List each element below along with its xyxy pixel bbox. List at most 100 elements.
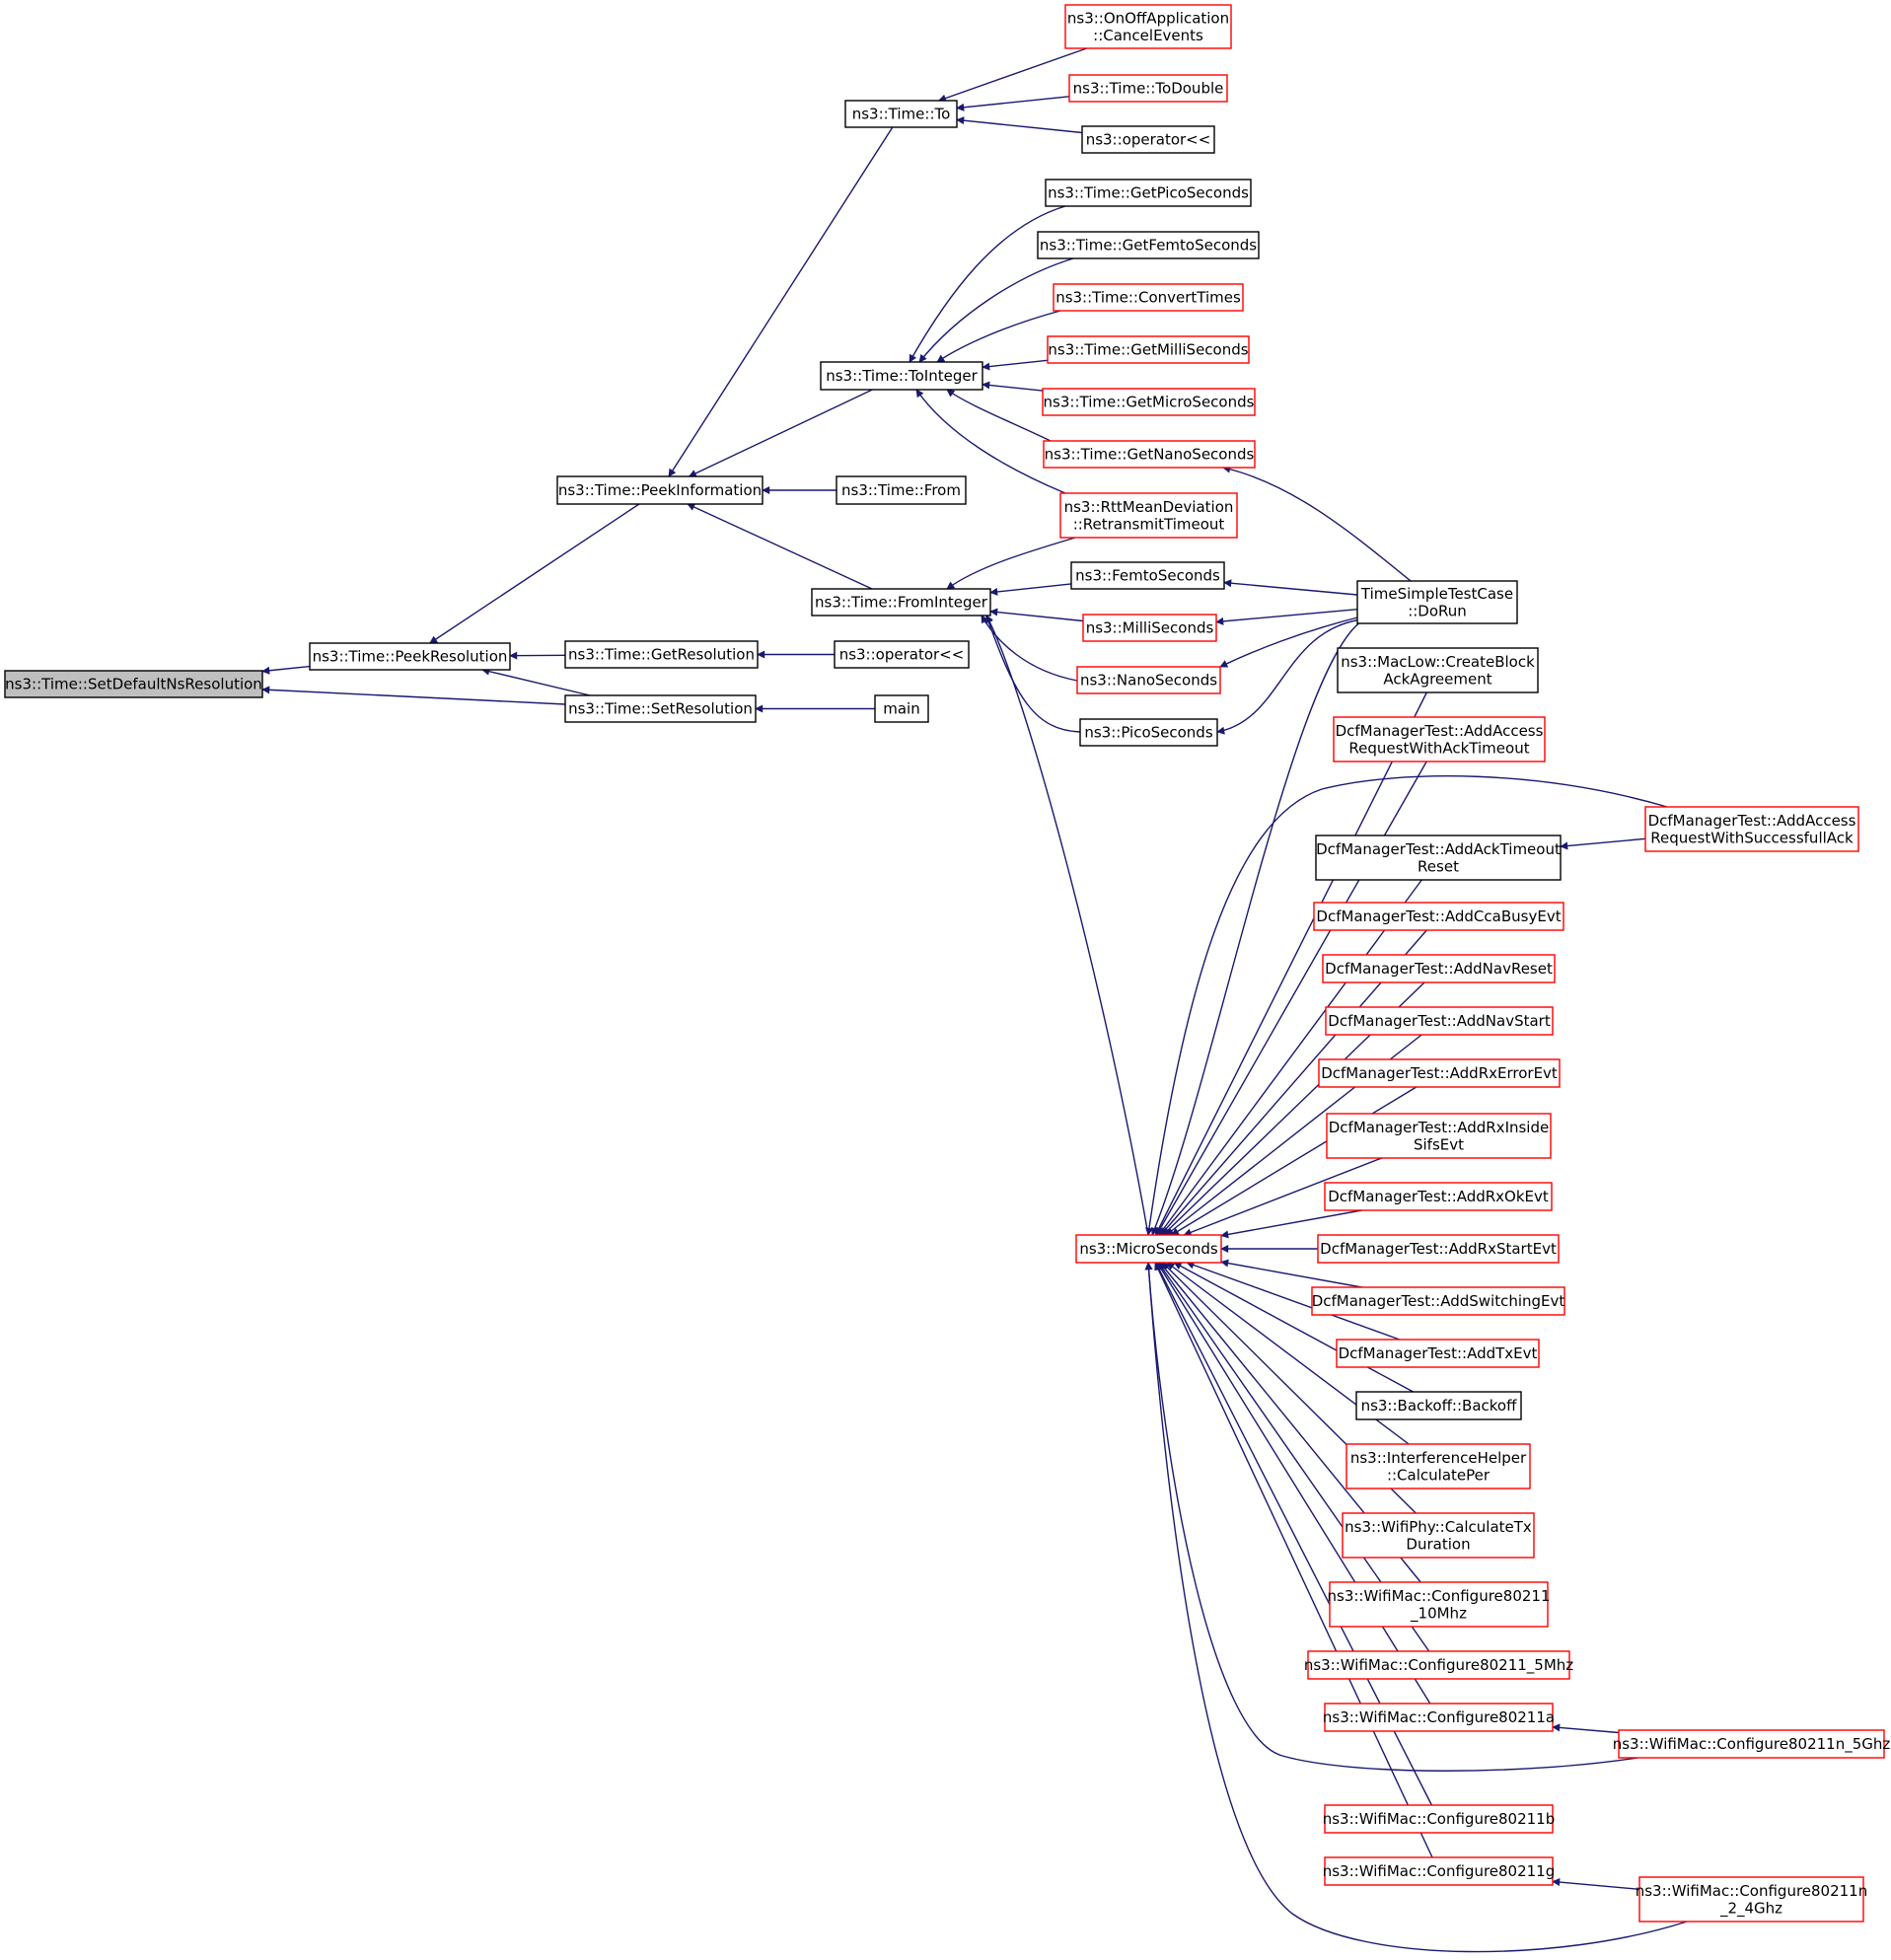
node-rtt-mean[interactable]: ns3::RttMeanDeviation::RetransmitTimeout bbox=[1059, 492, 1238, 539]
node-dcf-add-access-ack[interactable]: DcfManagerTest::AddAccessRequestWithSucc… bbox=[1644, 806, 1859, 852]
node-main[interactable]: main bbox=[874, 694, 929, 723]
node-get-nano[interactable]: ns3::Time::GetNanoSeconds bbox=[1043, 440, 1256, 469]
node-dcf-nav-start[interactable]: DcfManagerTest::AddNavStart bbox=[1325, 1006, 1554, 1036]
node-box-wifimac-g[interactable] bbox=[1324, 1856, 1554, 1886]
node-box-wifimac-a[interactable] bbox=[1324, 1703, 1554, 1732]
node-box-wifiphy-tx[interactable] bbox=[1342, 1512, 1535, 1559]
node-box-interference-per[interactable] bbox=[1346, 1443, 1531, 1489]
node-box-femto-seconds[interactable] bbox=[1070, 561, 1225, 590]
node-box-dcf-add-ack-timeout-reset[interactable] bbox=[1315, 835, 1562, 881]
node-box-get-femto[interactable] bbox=[1037, 231, 1260, 259]
node-box-dcf-rx-inside[interactable] bbox=[1326, 1113, 1552, 1159]
node-box-get-milli[interactable] bbox=[1047, 335, 1250, 364]
node-set-res[interactable]: ns3::Time::SetResolution bbox=[564, 694, 757, 723]
node-box-dcf-switching[interactable] bbox=[1311, 1286, 1565, 1316]
node-box-milli-seconds[interactable] bbox=[1082, 614, 1217, 642]
node-box-wifimac-n24[interactable] bbox=[1638, 1876, 1864, 1923]
node-box-from-integer[interactable] bbox=[811, 588, 991, 617]
node-box-pico-seconds[interactable] bbox=[1079, 718, 1218, 747]
node-peek-info[interactable]: ns3::Time::PeekInformation bbox=[556, 475, 764, 505]
node-nano-seconds[interactable]: ns3::NanoSeconds bbox=[1076, 666, 1221, 694]
node-box-convert-times[interactable] bbox=[1053, 283, 1244, 312]
node-box-get-nano[interactable] bbox=[1043, 440, 1256, 469]
node-box-from[interactable] bbox=[836, 475, 967, 505]
node-convert-times[interactable]: ns3::Time::ConvertTimes bbox=[1053, 283, 1244, 312]
node-box-get-pico[interactable] bbox=[1045, 179, 1252, 207]
node-box-onoff-cancel[interactable] bbox=[1064, 4, 1232, 49]
node-interference-per[interactable]: ns3::InterferenceHelper::CalculatePer bbox=[1346, 1443, 1531, 1489]
node-wifimac-g[interactable]: ns3::WifiMac::Configure80211g bbox=[1323, 1856, 1556, 1886]
node-to[interactable]: ns3::Time::To bbox=[844, 100, 958, 128]
node-box-dcf-rx-ok[interactable] bbox=[1324, 1182, 1553, 1211]
node-box-peek-info[interactable] bbox=[556, 475, 764, 505]
node-box-time-simple[interactable] bbox=[1356, 580, 1518, 624]
node-box-to-double[interactable] bbox=[1068, 74, 1228, 103]
node-box-op-shl-1[interactable] bbox=[1081, 125, 1215, 154]
node-wifimac-a[interactable]: ns3::WifiMac::Configure80211a bbox=[1323, 1703, 1555, 1732]
node-box-maclow-cba[interactable] bbox=[1337, 647, 1539, 693]
node-box-peek-res[interactable] bbox=[309, 642, 511, 671]
node-wifimac-b[interactable]: ns3::WifiMac::Configure80211b bbox=[1323, 1804, 1556, 1834]
node-wifimac-10mhz[interactable]: ns3::WifiMac::Configure80211_10Mhz bbox=[1328, 1581, 1551, 1628]
node-micro-seconds[interactable]: ns3::MicroSeconds bbox=[1075, 1234, 1222, 1264]
node-box-wifimac-n5[interactable] bbox=[1618, 1729, 1885, 1759]
node-op-shl-2[interactable]: ns3::operator<< bbox=[834, 640, 970, 669]
node-box-op-shl-2[interactable] bbox=[834, 640, 970, 669]
node-box-dcf-rx-start[interactable] bbox=[1317, 1234, 1560, 1264]
node-op-shl-1[interactable]: ns3::operator<< bbox=[1081, 125, 1215, 154]
node-box-micro-seconds[interactable] bbox=[1075, 1234, 1222, 1264]
node-get-milli[interactable]: ns3::Time::GetMilliSeconds bbox=[1047, 335, 1250, 364]
node-dcf-rx-ok[interactable]: DcfManagerTest::AddRxOkEvt bbox=[1324, 1182, 1553, 1211]
node-pico-seconds[interactable]: ns3::PicoSeconds bbox=[1079, 718, 1218, 747]
node-wifimac-n5[interactable]: ns3::WifiMac::Configure80211n_5Ghz bbox=[1613, 1729, 1891, 1759]
node-dcf-cca-busy[interactable]: DcfManagerTest::AddCcaBusyEvt bbox=[1313, 902, 1564, 931]
node-milli-seconds[interactable]: ns3::MilliSeconds bbox=[1082, 614, 1217, 642]
node-backoff[interactable]: ns3::Backoff::Backoff bbox=[1355, 1391, 1522, 1420]
node-wifimac-n24[interactable]: ns3::WifiMac::Configure80211n_2_4Ghz bbox=[1636, 1876, 1868, 1923]
node-box-dcf-nav-start[interactable] bbox=[1325, 1006, 1554, 1036]
node-box-nano-seconds[interactable] bbox=[1076, 666, 1221, 694]
node-dcf-add-access-timeout[interactable]: DcfManagerTest::AddAccessRequestWithAckT… bbox=[1333, 716, 1546, 762]
node-dcf-nav-reset[interactable]: DcfManagerTest::AddNavReset bbox=[1322, 954, 1556, 983]
node-box-to[interactable] bbox=[844, 100, 958, 128]
node-box-get-micro[interactable] bbox=[1042, 388, 1256, 416]
node-box-to-integer[interactable] bbox=[820, 361, 983, 391]
node-box-rtt-mean[interactable] bbox=[1059, 492, 1238, 539]
node-get-res[interactable]: ns3::Time::GetResolution bbox=[564, 640, 759, 669]
node-get-femto[interactable]: ns3::Time::GetFemtoSeconds bbox=[1037, 231, 1260, 259]
node-to-double[interactable]: ns3::Time::ToDouble bbox=[1068, 74, 1228, 103]
node-to-integer[interactable]: ns3::Time::ToInteger bbox=[820, 361, 983, 391]
node-box-root[interactable] bbox=[4, 670, 263, 698]
node-time-simple[interactable]: TimeSimpleTestCase::DoRun bbox=[1356, 580, 1518, 624]
node-box-wifimac-5mhz[interactable] bbox=[1307, 1650, 1570, 1680]
node-box-main[interactable] bbox=[874, 694, 929, 723]
node-root[interactable]: ns3::Time::SetDefaultNsResolution bbox=[4, 670, 263, 698]
node-box-set-res[interactable] bbox=[564, 694, 757, 723]
node-from-integer[interactable]: ns3::Time::FromInteger bbox=[811, 588, 991, 617]
node-box-dcf-cca-busy[interactable] bbox=[1313, 902, 1564, 931]
node-from[interactable]: ns3::Time::From bbox=[836, 475, 967, 505]
node-peek-res[interactable]: ns3::Time::PeekResolution bbox=[309, 642, 511, 671]
node-dcf-tx[interactable]: DcfManagerTest::AddTxEvt bbox=[1336, 1339, 1540, 1368]
node-box-wifimac-b[interactable] bbox=[1324, 1804, 1554, 1834]
node-box-backoff[interactable] bbox=[1355, 1391, 1522, 1420]
node-box-wifimac-10mhz[interactable] bbox=[1329, 1581, 1549, 1628]
node-box-dcf-tx[interactable] bbox=[1336, 1339, 1540, 1368]
node-dcf-rx-error[interactable]: DcfManagerTest::AddRxErrorEvt bbox=[1318, 1058, 1561, 1088]
node-onoff-cancel[interactable]: ns3::OnOffApplication::CancelEvents bbox=[1064, 4, 1232, 49]
node-box-dcf-add-access-timeout[interactable] bbox=[1333, 716, 1546, 762]
node-get-micro[interactable]: ns3::Time::GetMicroSeconds bbox=[1042, 388, 1256, 416]
node-box-dcf-rx-error[interactable] bbox=[1318, 1058, 1561, 1088]
node-wifimac-5mhz[interactable]: ns3::WifiMac::Configure80211_5Mhz bbox=[1304, 1650, 1573, 1680]
node-get-pico[interactable]: ns3::Time::GetPicoSeconds bbox=[1045, 179, 1252, 207]
node-dcf-switching[interactable]: DcfManagerTest::AddSwitchingEvt bbox=[1311, 1286, 1565, 1316]
node-box-dcf-add-access-ack[interactable] bbox=[1644, 806, 1859, 852]
node-dcf-rx-start[interactable]: DcfManagerTest::AddRxStartEvt bbox=[1317, 1234, 1560, 1264]
node-femto-seconds[interactable]: ns3::FemtoSeconds bbox=[1070, 561, 1225, 590]
node-box-dcf-nav-reset[interactable] bbox=[1322, 954, 1556, 983]
node-box-get-res[interactable] bbox=[564, 640, 759, 669]
